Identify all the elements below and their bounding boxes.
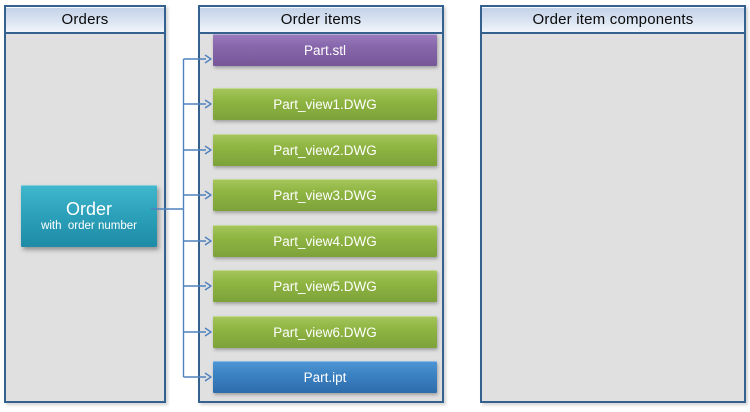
- part-item-6: Part_view6.DWG: [213, 316, 437, 348]
- part-item-ipt: Part.ipt: [213, 361, 437, 393]
- panel-order-items: Order items Part_view1.DWG Part_view2.DW…: [198, 5, 444, 403]
- part-item-4: Part_view4.DWG: [213, 225, 437, 257]
- part-item-3: Part_view3.DWG: [213, 179, 437, 211]
- order-node-title: Order: [65, 199, 112, 219]
- part-item-5: Part_view5.DWG: [213, 270, 437, 302]
- order-node: Order with order number: [21, 185, 157, 247]
- panel-order-items-title: Order items: [200, 7, 442, 34]
- order-node-subtitle: with order number: [41, 220, 137, 232]
- panel-orders-title: Orders: [6, 7, 164, 34]
- part-item-1: Part_view1.DWG: [213, 88, 437, 120]
- part-item-stl: Part.stl: [213, 34, 437, 66]
- panel-orders: Orders Order with order number: [4, 5, 166, 403]
- panel-order-item-components-title: Order item components: [482, 7, 744, 34]
- panel-order-item-components: Order item components: [480, 5, 746, 403]
- part-item-2: Part_view2.DWG: [213, 134, 437, 166]
